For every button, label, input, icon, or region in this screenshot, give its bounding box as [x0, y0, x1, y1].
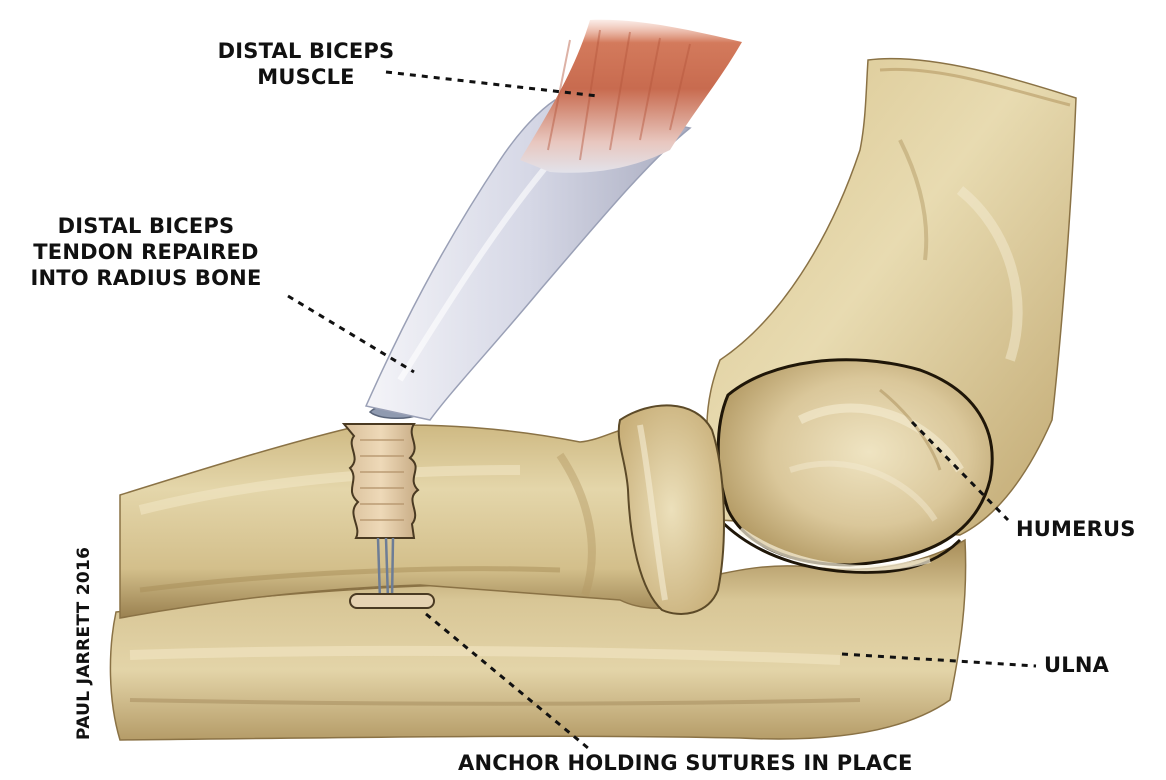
label-humerus-text: HUMERUS [1016, 516, 1136, 542]
label-anchor-text: ANCHOR HOLDING SUTURES IN PLACE [458, 750, 913, 776]
label-distal-biceps-muscle: DISTAL BICEPS MUSCLE [196, 38, 416, 90]
label-tendon-line2: TENDON REPAIRED [10, 239, 282, 265]
label-muscle-line2: MUSCLE [196, 64, 416, 90]
tendon-leader-line [288, 296, 414, 372]
label-anchor: ANCHOR HOLDING SUTURES IN PLACE [458, 750, 913, 776]
artist-credit: PAUL JARRETT 2016 [74, 547, 94, 740]
label-ulna: ULNA [1044, 652, 1109, 678]
label-humerus: HUMERUS [1016, 516, 1136, 542]
label-muscle-line1: DISTAL BICEPS [196, 38, 416, 64]
humerus-bone [707, 59, 1076, 565]
tendon-graft [344, 424, 418, 538]
anchor-button [350, 594, 434, 608]
label-ulna-text: ULNA [1044, 652, 1109, 678]
biceps-muscle [520, 20, 742, 173]
label-distal-biceps-tendon: DISTAL BICEPS TENDON REPAIRED INTO RADIU… [10, 213, 282, 291]
label-tendon-line3: INTO RADIUS BONE [10, 265, 282, 291]
label-tendon-line1: DISTAL BICEPS [10, 213, 282, 239]
